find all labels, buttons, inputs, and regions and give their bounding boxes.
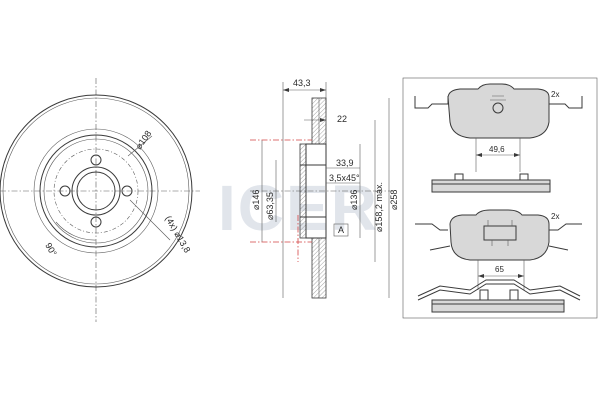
hat-diameter-label: ⌀136 (349, 190, 359, 210)
disc-section-view: 43,3 22 A 33,9 3,5x45° (250, 78, 399, 299)
bottom-pad-qty: 2x (551, 212, 559, 221)
lug-hole (90, 154, 102, 166)
lug-hole (90, 216, 102, 228)
chamfer-label: 3,5x45° (329, 173, 360, 183)
bottom-pad-width: 65 (495, 265, 504, 274)
angle-label: 90° (43, 241, 59, 258)
brand-logo-watermark: ICER (218, 172, 379, 244)
pcd-label: ⌀108 (133, 129, 153, 151)
max-inner-diameter-label: ⌀158,2 máx. (374, 182, 384, 232)
centering-diameter-label: ⌀63,35 (265, 192, 275, 220)
top-pad-qty: 2x (551, 90, 559, 99)
lug-hole (121, 185, 133, 197)
disc-front-view: ⌀108 (4x) ⌀13,8 90° (0, 78, 200, 322)
outer-diameter-label: ⌀258 (389, 190, 399, 210)
brake-pads-panel: 2x 49,6 2x 65 (402, 77, 598, 319)
lug-hole (59, 185, 71, 197)
bore-diameter-label: ⌀146 (251, 190, 261, 210)
hub-depth-label: 22 (337, 114, 347, 124)
overall-width-label: 43,3 (293, 78, 311, 88)
top-pad: 2x 49,6 (414, 83, 583, 193)
min-thickness-label: 33,9 (336, 158, 354, 168)
top-pad-width: 49,6 (489, 145, 505, 154)
holes-label: (4x) ⌀13,8 (163, 214, 192, 254)
detail-marker: A (338, 225, 344, 235)
bottom-pad: 2x 65 (415, 209, 582, 313)
